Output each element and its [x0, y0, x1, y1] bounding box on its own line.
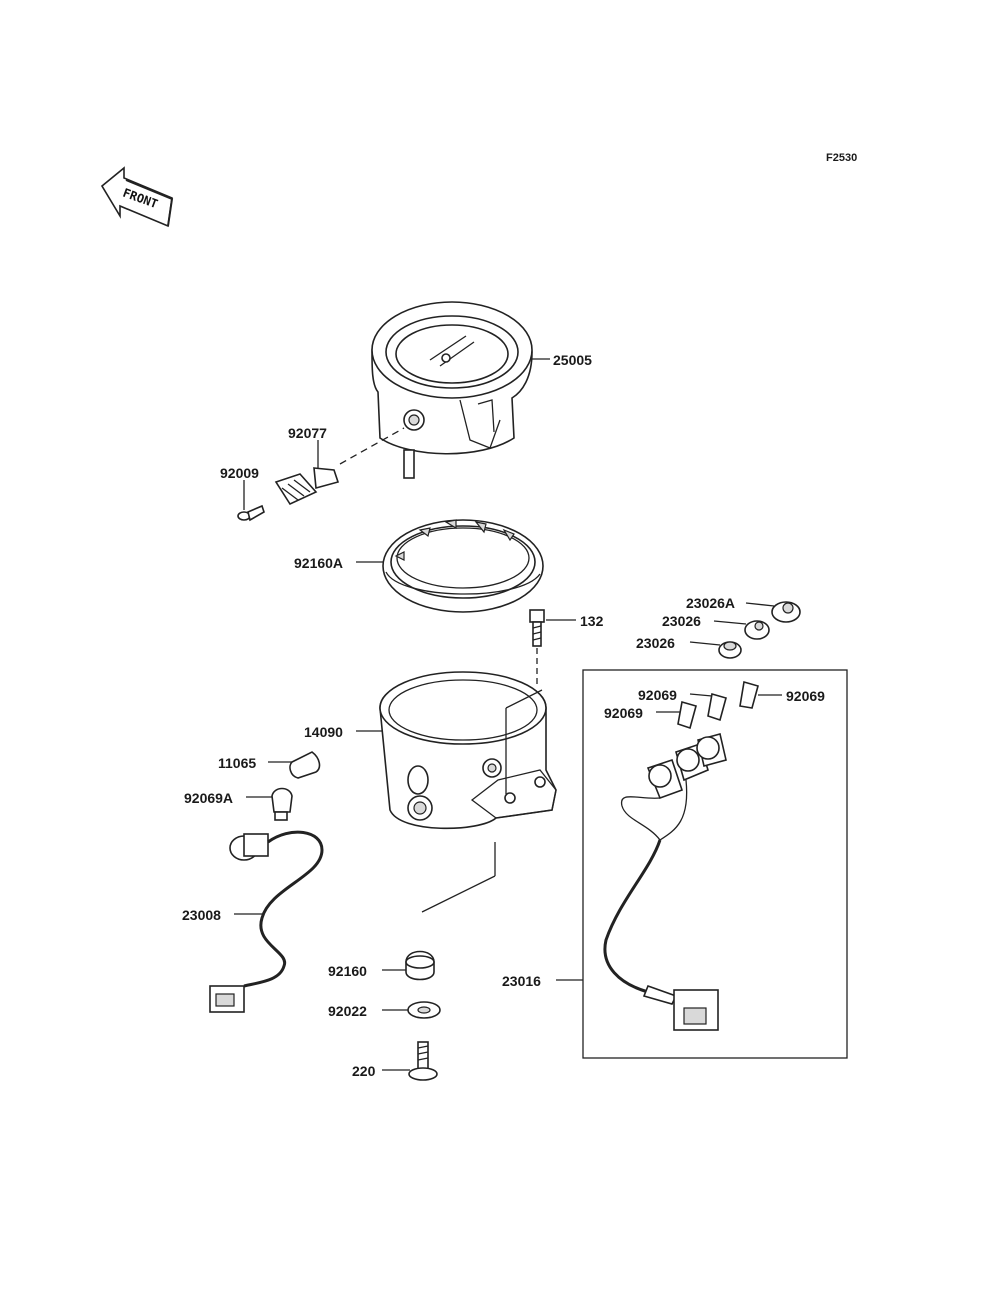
label-25005: 25005	[553, 352, 592, 368]
label-132: 132	[580, 613, 604, 629]
screw-92009	[237, 504, 265, 522]
label-92009: 92009	[220, 465, 259, 481]
speedometer-assembly	[371, 301, 533, 479]
label-92022: 92022	[328, 1003, 367, 1019]
washer-92022	[407, 1001, 441, 1019]
label-11065: 11065	[218, 755, 256, 771]
rubber-ring	[382, 519, 544, 613]
bulbs-92069	[677, 680, 759, 730]
harness-group-box	[582, 669, 848, 1059]
bolt-132	[529, 609, 545, 647]
cable-fitting	[274, 467, 340, 506]
label-23016: 23016	[502, 973, 541, 989]
label-92160: 92160	[328, 963, 367, 979]
bulb-92069A	[271, 787, 293, 821]
bulb-sockets	[718, 601, 801, 659]
figure-code: F2530	[826, 152, 857, 164]
label-92077: 92077	[288, 425, 327, 441]
meter-case	[379, 671, 557, 830]
label-23026-bottom: 23026	[636, 635, 675, 651]
label-220: 220	[352, 1063, 376, 1079]
label-23008: 23008	[182, 907, 221, 923]
grommet-92160	[405, 950, 435, 981]
bolt-220	[408, 1041, 438, 1081]
label-14090: 14090	[304, 724, 343, 740]
label-23026-top: 23026	[662, 613, 701, 629]
front-arrow-icon: FRONT	[100, 166, 174, 228]
label-92069-middle: 92069	[638, 687, 677, 703]
label-92160A: 92160A	[294, 555, 343, 571]
wiring-harness-23008	[209, 830, 324, 1013]
label-23026A: 23026A	[686, 595, 735, 611]
label-92069-left: 92069	[604, 705, 643, 721]
wiring-harness-23016	[603, 733, 727, 1031]
label-92069A: 92069A	[184, 790, 233, 806]
cap-11065	[289, 751, 321, 779]
label-92069-right: 92069	[786, 688, 825, 704]
